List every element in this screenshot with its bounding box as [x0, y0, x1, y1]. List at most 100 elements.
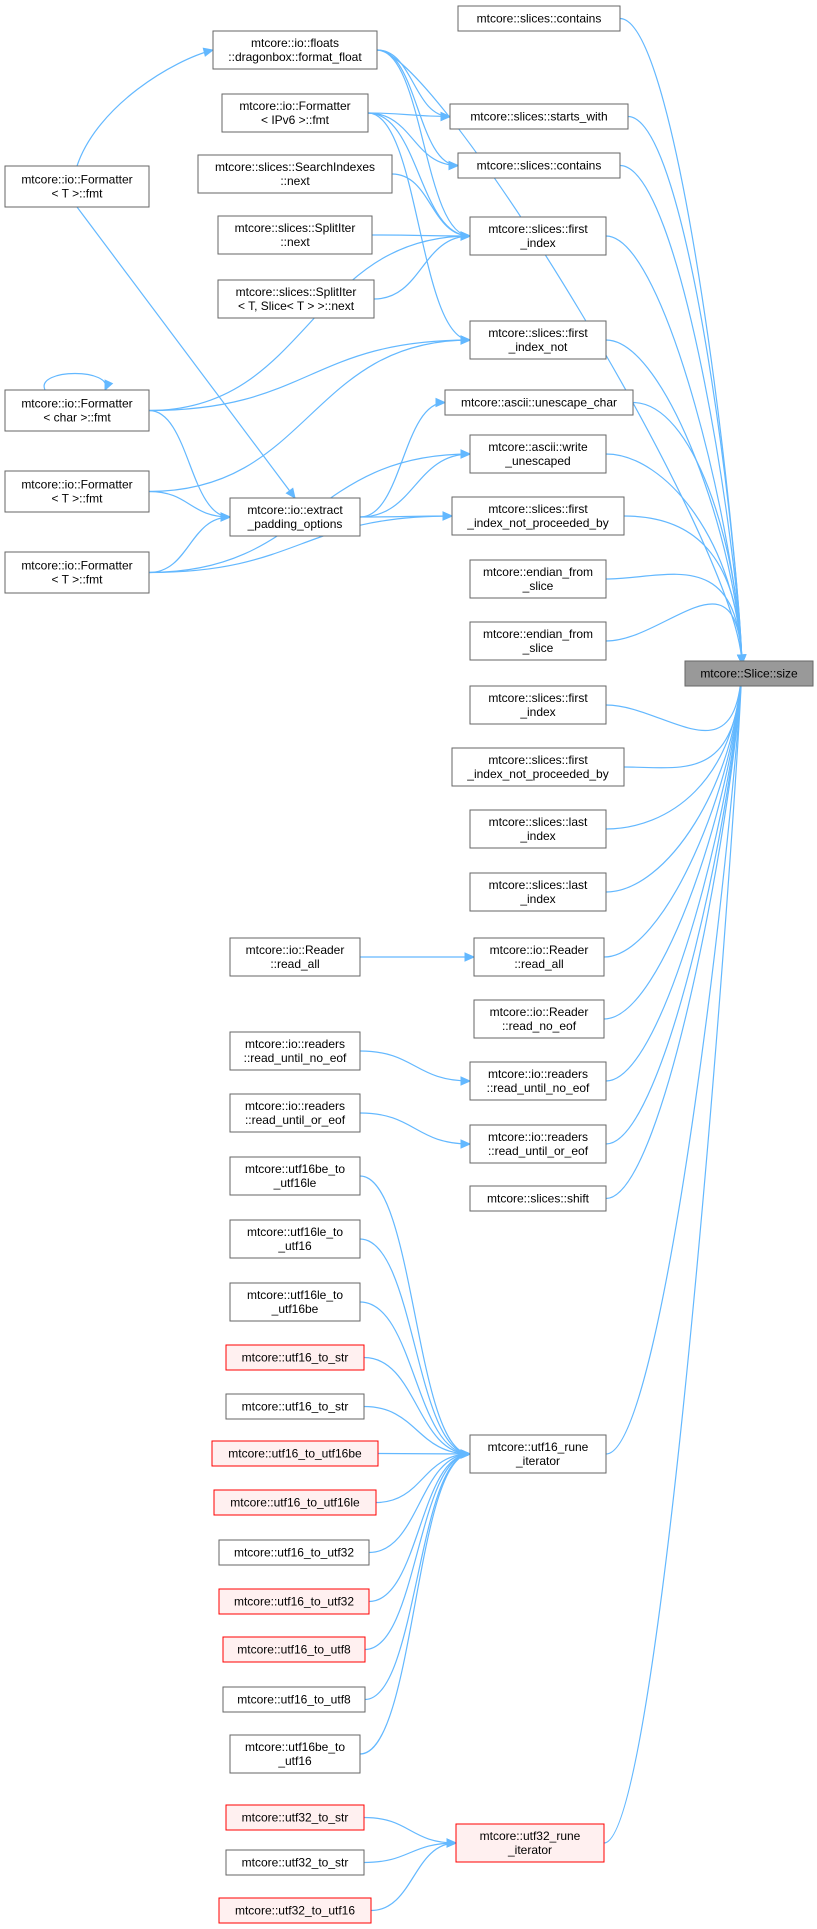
node-c-contains2[interactable]: mtcore::slices::contains: [457, 152, 621, 179]
node-m-split-next[interactable]: mtcore::slices::SplitIter::next: [217, 215, 373, 255]
edge-m_readers_no_eof-to-c_rune_no_eof: [359, 1050, 471, 1082]
node-m-utf16be-to-utf16le[interactable]: mtcore::utf16be_to_utf16le: [229, 1156, 361, 1196]
edge-m_format_float-to-focus: [376, 49, 743, 665]
edge-l_fmt_T_top-to-m_format_float-arrowhead: [202, 47, 215, 57]
node-c-starts-with[interactable]: mtcore::slices::starts_with: [449, 103, 629, 130]
node-box: [444, 389, 634, 416]
node-c-utf16-rune[interactable]: mtcore::utf16_rune_iterator: [469, 1434, 607, 1474]
edge-l_fmt_T_mid-to-c_first_index_not: [148, 339, 471, 493]
edge-m_utf16be_to_utf16-to-c_utf16_rune: [359, 1453, 471, 1755]
node-c-rune-or-eof[interactable]: mtcore::io::readers::read_until_or_eof: [469, 1124, 607, 1164]
node-m-utf16-to-str[interactable]: mtcore::utf16_to_str: [225, 1393, 365, 1420]
node-m-utf32-to-utf16-r[interactable]: mtcore::utf32_to_utf16: [218, 1897, 372, 1924]
node-label-line: mtcore::utf16_to_utf8: [237, 1693, 351, 1707]
edge-m_utf16_to_utf32-to-c_utf16_rune: [368, 1453, 471, 1554]
edge-m_readers_no_eof-to-c_rune_no_eof-arrowhead: [460, 1076, 472, 1086]
node-label-line: mtcore::ascii::unescape_char: [461, 396, 617, 410]
node-m-utf16-to-utf8-r[interactable]: mtcore::utf16_to_utf8: [222, 1636, 366, 1663]
node-label-line: mtcore::io::readers: [245, 1037, 345, 1051]
node-m-readers-or-eof[interactable]: mtcore::io::readers::read_until_or_eof: [229, 1093, 361, 1133]
node-l-fmt-T-top[interactable]: mtcore::io::Formatter< T >::fmt: [4, 165, 150, 208]
node-m-utf16-to-utf16be[interactable]: mtcore::utf16_to_utf16be: [211, 1440, 379, 1467]
edge-c_contains2-to-focus: [619, 164, 743, 665]
node-m-utf16-to-str-r[interactable]: mtcore::utf16_to_str: [225, 1344, 365, 1371]
node-label-line: mtcore::utf16be_to: [245, 1162, 345, 1176]
node-box: [222, 1686, 366, 1713]
edge-l_fmt_char-to-l_fmt_char: [43, 372, 107, 391]
node-box: [457, 152, 621, 179]
node-m-utf16-to-utf16le[interactable]: mtcore::utf16_to_utf16le: [213, 1489, 377, 1516]
node-m-utf16-to-utf32[interactable]: mtcore::utf16_to_utf32: [218, 1539, 370, 1566]
node-c-read-all[interactable]: mtcore::io::Reader::read_all: [473, 937, 605, 977]
node-label-line: _index: [519, 829, 555, 843]
node-c-first-index-not[interactable]: mtcore::slices::first_index_not: [469, 320, 607, 360]
node-l-fmt-char[interactable]: mtcore::io::Formatter< char >::fmt: [4, 389, 150, 432]
node-c-endian2[interactable]: mtcore::endian_from_slice: [469, 621, 607, 661]
edge-m_utf16be_to_utf16le-to-c_utf16_rune: [359, 1175, 471, 1455]
node-box: [4, 551, 150, 594]
node-c-first-index[interactable]: mtcore::slices::first_index: [469, 216, 607, 256]
node-c-finpb2[interactable]: mtcore::slices::first_index_not_proceede…: [451, 747, 625, 787]
node-c-last-index2[interactable]: mtcore::slices::last_index: [469, 872, 607, 912]
node-m-utf16le-to-utf16be[interactable]: mtcore::utf16le_to_utf16be: [229, 1282, 361, 1322]
node-c-first-index2[interactable]: mtcore::slices::first_index: [469, 685, 607, 725]
edge-m_utf16_to_str_r-to-c_utf16_rune: [363, 1356, 471, 1455]
node-box: [229, 1156, 361, 1196]
node-box: [451, 747, 625, 787]
node-label-line: mtcore::slices::first: [488, 502, 588, 516]
node-m-utf16be-to-utf16[interactable]: mtcore::utf16be_to_utf16: [229, 1734, 361, 1774]
node-m-utf16le-to-utf16[interactable]: mtcore::utf16le_to_utf16: [229, 1219, 361, 1259]
node-label-line: _slice: [522, 579, 554, 593]
node-c-shift[interactable]: mtcore::slices::shift: [469, 1185, 607, 1212]
node-label-line: mtcore::utf16_rune: [488, 1440, 589, 1454]
node-m-fmt-ipv6[interactable]: mtcore::io::Formatter< IPv6 >::fmt: [221, 93, 369, 133]
edge-m_utf32_to_utf16_r-to-c_utf32_rune: [370, 1842, 457, 1912]
node-m-search-next[interactable]: mtcore::slices::SearchIndexes::next: [197, 154, 393, 194]
node-box: [225, 1393, 365, 1420]
node-m-utf16-to-utf8[interactable]: mtcore::utf16_to_utf8: [222, 1686, 366, 1713]
node-c-last-index1[interactable]: mtcore::slices::last_index: [469, 809, 607, 849]
edges-layer: [43, 17, 747, 1912]
edge-c_first_index2-to-focus: [605, 663, 743, 732]
node-m-readers-no-eof[interactable]: mtcore::io::readers::read_until_no_eof: [229, 1031, 361, 1071]
node-m-extract-padding[interactable]: mtcore::io::extract_padding_options: [229, 497, 361, 537]
node-c-contains1[interactable]: mtcore::slices::contains: [457, 5, 621, 32]
node-c-read-no-eof[interactable]: mtcore::io::Reader::read_no_eof: [473, 999, 605, 1039]
node-c-utf32-rune[interactable]: mtcore::utf32_rune_iterator: [455, 1823, 605, 1863]
node-c-finpb1[interactable]: mtcore::slices::first_index_not_proceede…: [451, 496, 625, 536]
node-c-unescape-char[interactable]: mtcore::ascii::unescape_char: [444, 389, 634, 416]
node-label-line: mtcore::slices::last: [489, 815, 588, 829]
edge-l_fmt_T_mid-to-c_first_index_not-arrowhead: [460, 335, 472, 345]
node-label-line: mtcore::utf32_to_str: [242, 1811, 349, 1825]
edge-m_utf16be_to_utf16-to-c_utf16_rune-arrowhead: [460, 1449, 472, 1459]
node-label-line: mtcore::slices::SplitIter: [236, 285, 357, 299]
edge-c_last_index2-to-focus: [605, 663, 743, 893]
node-label-line: ::read_until_or_eof: [245, 1113, 346, 1127]
node-label-line: mtcore::slices::first: [488, 753, 588, 767]
node-box: [469, 1434, 607, 1474]
node-m-reader-read-all[interactable]: mtcore::io::Reader::read_all: [229, 937, 361, 977]
node-m-utf32-to-str-r[interactable]: mtcore::utf32_to_str: [225, 1804, 365, 1831]
edge-m_readers_or_eof-to-c_rune_or_eof: [359, 1112, 471, 1145]
node-label-line: _utf16le: [273, 1176, 317, 1190]
node-label-line: mtcore::utf16_to_utf32: [234, 1595, 354, 1609]
node-c-endian1[interactable]: mtcore::endian_from_slice: [469, 559, 607, 599]
node-label-line: _index_not: [508, 340, 568, 354]
node-m-utf32-to-str[interactable]: mtcore::utf32_to_str: [225, 1849, 365, 1876]
node-l-fmt-T-mid[interactable]: mtcore::io::Formatter< T >::fmt: [4, 470, 150, 513]
node-box: [211, 1440, 379, 1467]
node-c-rune-no-eof[interactable]: mtcore::io::readers::read_until_no_eof: [469, 1061, 607, 1101]
node-label-line: _index_not_proceeded_by: [466, 516, 608, 530]
node-label-line: _unescaped: [504, 454, 570, 468]
edge-l_fmt_char-to-m_extract_padding: [148, 409, 231, 518]
node-label-line: mtcore::utf16_to_utf8: [237, 1643, 351, 1657]
node-c-write-unescaped[interactable]: mtcore::ascii::write_unescaped: [469, 434, 607, 474]
node-l-fmt-T-bot[interactable]: mtcore::io::Formatter< T >::fmt: [4, 551, 150, 594]
edge-m_readers_or_eof-to-c_rune_or_eof-arrowhead: [460, 1139, 472, 1149]
node-m-format-float[interactable]: mtcore::io::floats::dragonbox::format_fl…: [212, 30, 378, 70]
node-label-line: mtcore::utf32_rune: [480, 1829, 581, 1843]
node-m-split-slice-next[interactable]: mtcore::slices::SplitIter< T, Slice< T >…: [217, 279, 375, 319]
node-m-utf16-to-utf32-r[interactable]: mtcore::utf16_to_utf32: [218, 1588, 370, 1615]
node-focus[interactable]: mtcore::Slice::size: [684, 660, 814, 687]
